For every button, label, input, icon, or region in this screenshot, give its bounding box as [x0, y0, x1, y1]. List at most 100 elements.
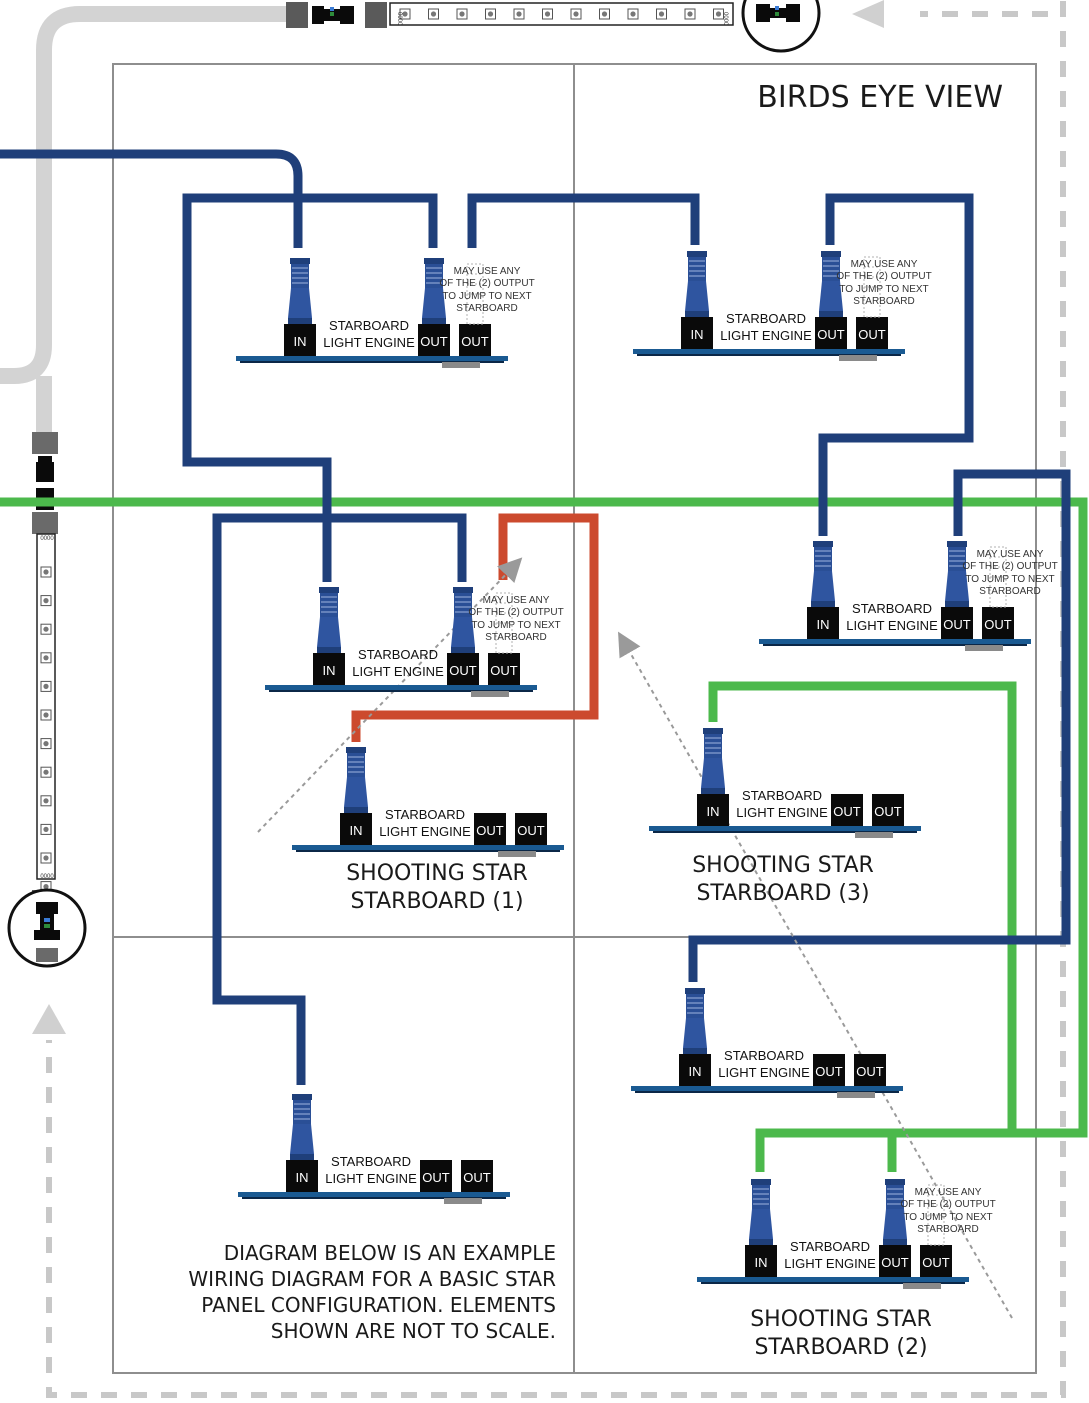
board-label-line2: LIGHT ENGINE — [846, 618, 938, 633]
group-label-3-line2: STARBOARD (3) — [696, 881, 869, 906]
board-label-line1: STARBOARD — [385, 807, 465, 822]
board-label-line1: STARBOARD — [742, 788, 822, 803]
callout-line: OF THE (2) OUTPUT — [439, 278, 534, 289]
callout-line: STARBOARD — [485, 632, 547, 643]
port-out-label: OUT — [420, 334, 448, 349]
callout-line: MAY USE ANY — [454, 266, 521, 277]
board-label-line1: STARBOARD — [329, 318, 409, 333]
port-out-label: OUT — [984, 617, 1012, 632]
board-label-line2: LIGHT ENGINE — [325, 1171, 417, 1186]
callout-line: TO JUMP TO NEXT — [442, 291, 531, 302]
strip-chip-label: 0000 — [40, 536, 54, 542]
group-label-1-line1: SHOOTING STAR — [346, 861, 528, 886]
board-label-line2: LIGHT ENGINE — [720, 328, 812, 343]
port-out-label: OUT — [881, 1255, 909, 1270]
port-out-label: OUT — [943, 617, 971, 632]
light-engine-board: IN OUT OUT STARBOARD LIGHT ENGINE — [631, 987, 903, 1098]
cable-plug — [343, 746, 369, 814]
port-in-label: IN — [350, 823, 363, 838]
group-label-2-line1: SHOOTING STAR — [750, 1307, 932, 1332]
strip-chip-label: 0000 — [396, 12, 402, 26]
port-out-label: OUT — [817, 327, 845, 342]
light-engine-board: IN OUT OUT STARBOARD LIGHT ENGINE — [292, 746, 564, 857]
cable-plug — [810, 540, 836, 608]
group-label-1-line2: STARBOARD (1) — [350, 889, 523, 914]
callout-line: TO JUMP TO NEXT — [471, 620, 560, 631]
port-out-label: OUT — [490, 663, 518, 678]
callout-line: TO JUMP TO NEXT — [903, 1212, 992, 1223]
board-label-line1: STARBOARD — [724, 1048, 804, 1063]
port-in-label: IN — [691, 327, 704, 342]
example-note: DIAGRAM BELOW IS AN EXAMPLE WIRING DIAGR… — [188, 1241, 556, 1343]
callout-line: MAY USE ANY — [851, 259, 918, 270]
strip-chip-label: 0000 — [722, 12, 728, 26]
cable-plug — [316, 586, 342, 654]
port-in-label: IN — [707, 804, 720, 819]
group-label-3-line1: SHOOTING STAR — [692, 853, 874, 878]
callout-line: STARBOARD — [979, 586, 1041, 597]
cable-plug — [287, 257, 313, 325]
callout-line: OF THE (2) OUTPUT — [468, 607, 563, 618]
cable-plug — [682, 987, 708, 1055]
group-label-2-line2: STARBOARD (2) — [754, 1335, 927, 1360]
red-jumper-cable — [351, 513, 599, 742]
board-label-line1: STARBOARD — [358, 647, 438, 662]
note-line: SHOWN ARE NOT TO SCALE. — [271, 1319, 556, 1343]
callout-line: STARBOARD — [456, 303, 518, 314]
port-out-label: OUT — [922, 1255, 950, 1270]
board-label-line2: LIGHT ENGINE — [718, 1065, 810, 1080]
board-label-line2: LIGHT ENGINE — [323, 335, 415, 350]
port-in-label: IN — [296, 1170, 309, 1185]
callout-line: MAY USE ANY — [483, 595, 550, 606]
note-line: PANEL CONFIGURATION. ELEMENTS — [201, 1293, 556, 1317]
note-line: WIRING DIAGRAM FOR A BASIC STAR — [188, 1267, 556, 1291]
board-label-line2: LIGHT ENGINE — [784, 1256, 876, 1271]
left-led-strip: 0000 0000 — [7, 432, 87, 968]
power-cable — [0, 6, 286, 432]
blue-cables — [0, 149, 1071, 1085]
board-label-line2: LIGHT ENGINE — [736, 805, 828, 820]
port-out-label: OUT — [422, 1170, 450, 1185]
port-out-label: OUT — [856, 1064, 884, 1079]
light-engine-board: IN OUT OUT STARBOARD LIGHT ENGINE MAY USE ANY… — [697, 1178, 996, 1289]
port-in-label: IN — [689, 1064, 702, 1079]
callout-line: STARBOARD — [917, 1224, 979, 1235]
cable-plug — [684, 250, 710, 318]
callout-line: MAY USE ANY — [915, 1187, 982, 1198]
board-label-line1: STARBOARD — [852, 601, 932, 616]
board-label-line1: STARBOARD — [331, 1154, 411, 1169]
light-engine-boards: IN OUT OUT STARBOARD LIGHT ENGINE MAY USE ANY… — [236, 250, 1058, 1289]
port-out-label: OUT — [449, 663, 477, 678]
port-in-label: IN — [755, 1255, 768, 1270]
port-out-label: OUT — [476, 823, 504, 838]
light-engine-board: IN OUT OUT STARBOARD LIGHT ENGINE MAY USE ANY… — [633, 250, 932, 361]
cable-plug — [700, 727, 726, 795]
strip-chip-label: 0000 — [40, 874, 54, 880]
port-out-label: OUT — [517, 823, 545, 838]
light-engine-board: IN OUT OUT STARBOARD LIGHT ENGINE — [649, 727, 921, 838]
top-led-strip: 0000 0000 — [286, 2, 734, 28]
callout-line: STARBOARD — [853, 296, 915, 307]
callout-line: TO JUMP TO NEXT — [965, 574, 1054, 585]
port-out-label: OUT — [815, 1064, 843, 1079]
green-cables — [0, 497, 1088, 1172]
up-arrow-icon — [32, 1004, 66, 1034]
cable-plug — [748, 1178, 774, 1246]
port-out-label: OUT — [833, 804, 861, 819]
port-out-label: OUT — [874, 804, 902, 819]
port-in-label: IN — [817, 617, 830, 632]
callout-line: OF THE (2) OUTPUT — [900, 1199, 995, 1210]
port-out-label: OUT — [858, 327, 886, 342]
note-line: DIAGRAM BELOW IS AN EXAMPLE — [224, 1241, 556, 1265]
board-label-line2: LIGHT ENGINE — [379, 824, 471, 839]
board-label-line1: STARBOARD — [790, 1239, 870, 1254]
board-label-line2: LIGHT ENGINE — [352, 664, 444, 679]
